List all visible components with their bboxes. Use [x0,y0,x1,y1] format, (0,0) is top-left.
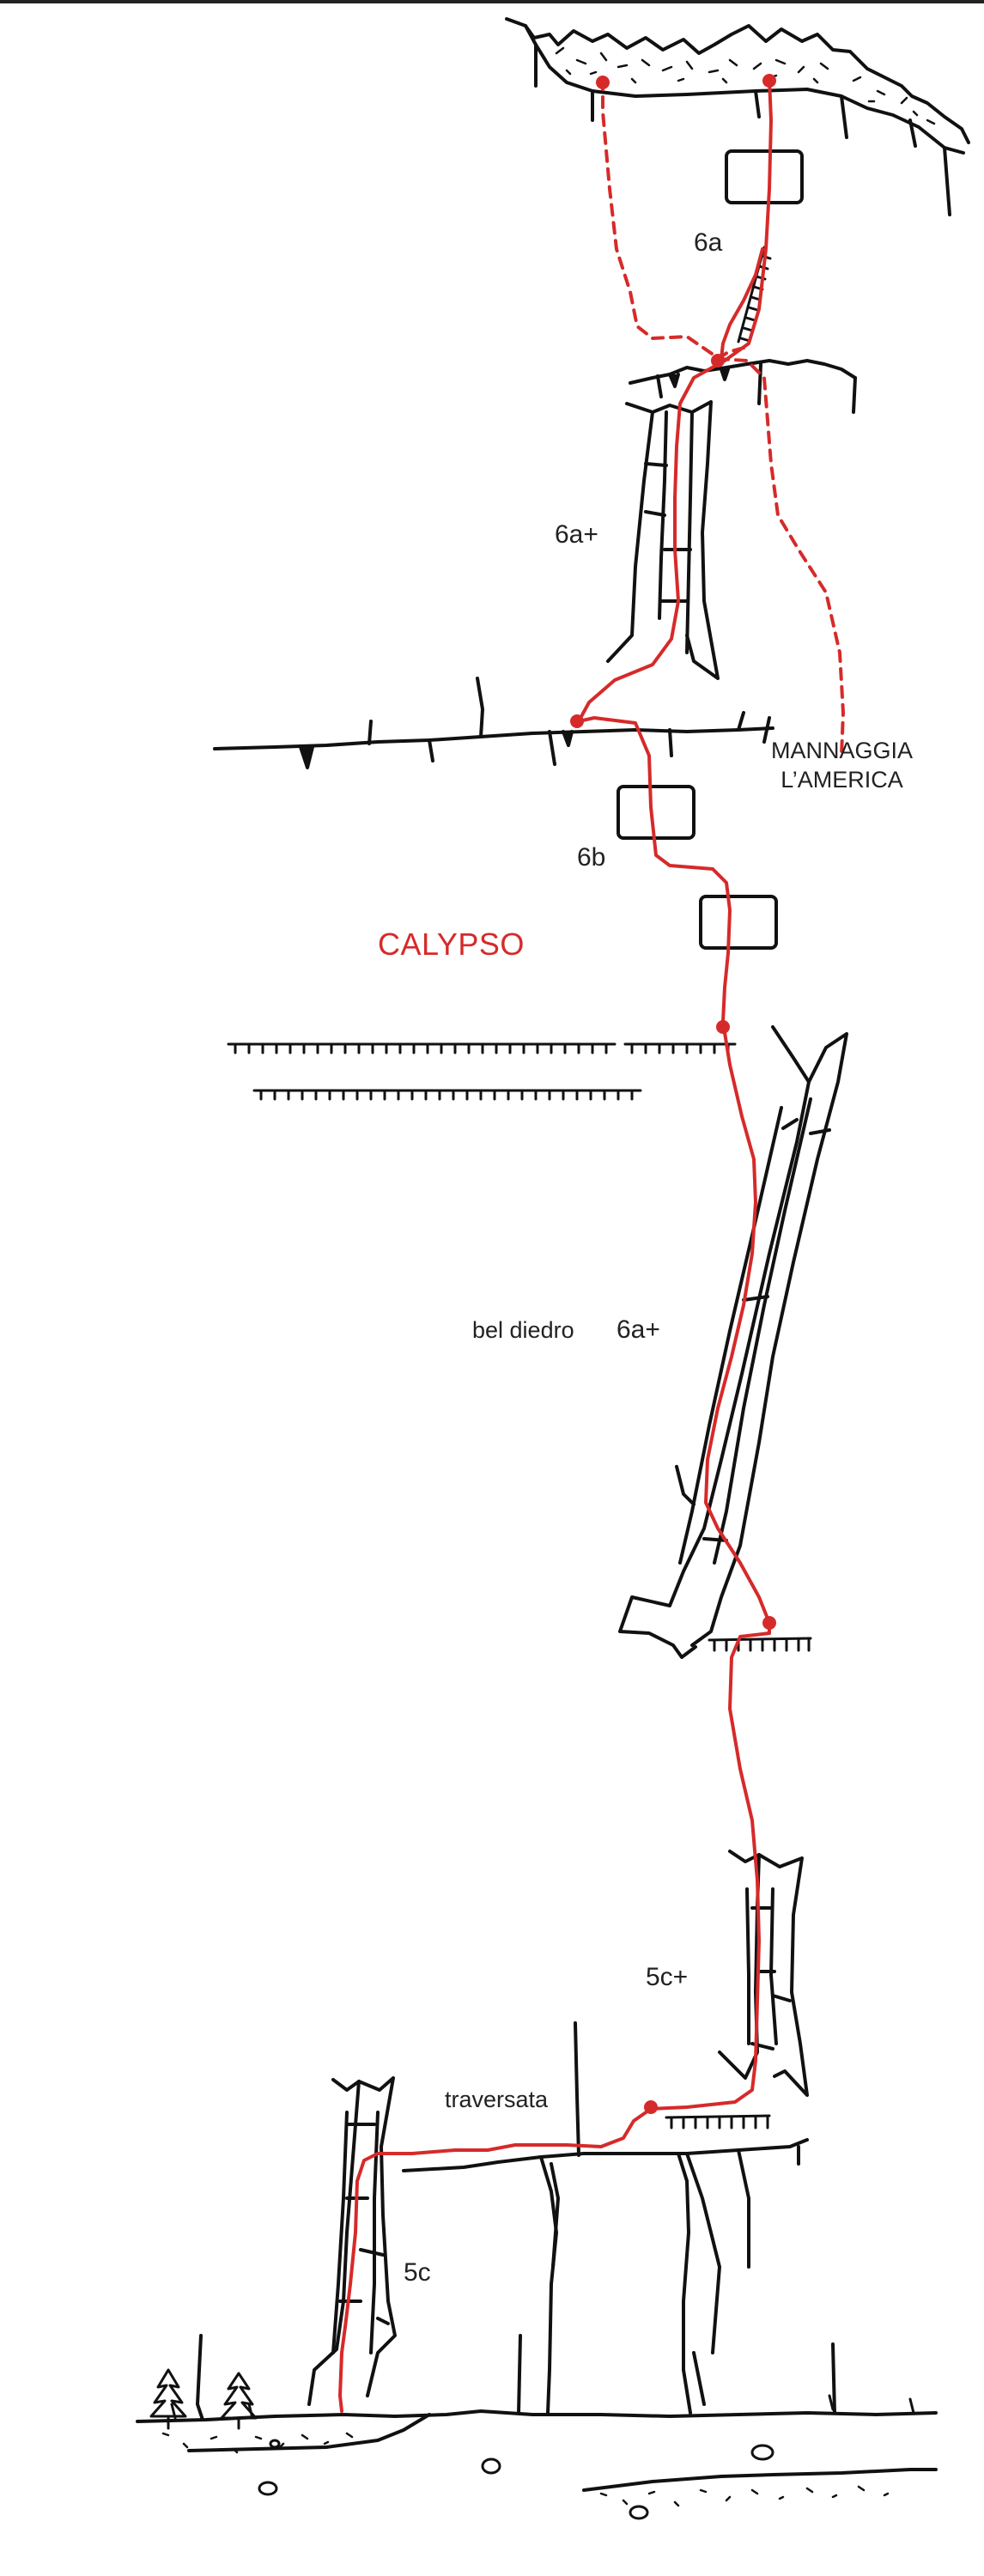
note-bel-diedro: bel diedro [472,1317,574,1343]
pitch-grade-5: 5c+ [646,1963,689,1991]
main-route-line-2 [338,1631,771,2413]
variant-name-line1: MANNAGGIA [771,738,914,763]
belay-station-roof [711,354,725,368]
pillar-5c [307,2076,397,2406]
tree-icon-1 [149,2368,187,2430]
variant-route-line [601,77,845,757]
pitch-grade-4: 6a+ [617,1315,660,1344]
long-dihedral [618,1025,848,1659]
ledge-hatch-long-1 [227,1042,737,1054]
dihedral-upper [606,400,720,680]
piton-marker-3 [699,895,778,950]
ground-rocks [258,2439,774,2520]
belay-station-traverse [644,2100,658,2114]
variant-name-line2: L’AMERICA [781,766,903,793]
pitch-grade-3: 6b [577,843,606,872]
pillar-5c-plus [718,1850,809,2097]
belay-station-diedro [762,1616,776,1630]
ledge-hatch-long-2 [252,1089,642,1101]
tree-icon-2 [220,2372,258,2430]
belay-station-mid [716,1020,730,1034]
summit-roof [505,17,970,216]
route-name: CALYPSO [378,927,525,962]
pitch-grade-1: 6a [694,228,723,257]
ledge-hatch-diedro [708,1637,812,1652]
belay-station-top-right [762,74,776,88]
ledge-line-6b [213,677,774,769]
pitch-grade-2: 6a+ [555,520,598,549]
variant-name: MANNAGGIA L’AMERICA [771,737,913,795]
variant-upper-lines [720,247,764,361]
note-traversata: traversata [445,2087,549,2112]
pitch-grade-6: 5c [404,2258,431,2287]
belay-station-ledge [570,714,584,728]
ground [136,2334,938,2492]
lower-block [402,2021,836,2415]
piton-marker-2 [617,785,695,840]
ledge-hatch-5c-plus [665,2114,771,2129]
main-route-line [577,77,773,1635]
top-border [0,0,984,3]
belay-station-top-left [596,76,610,89]
mid-roof [629,359,857,414]
ground-texture [161,2432,890,2507]
piton-marker-1 [725,149,804,204]
